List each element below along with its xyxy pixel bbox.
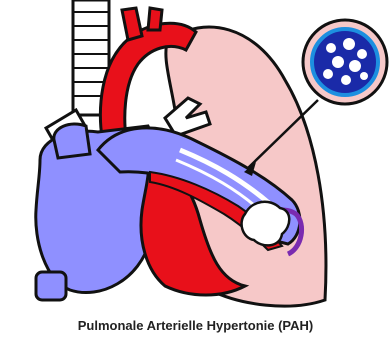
figure-caption: Pulmonale Arterielle Hypertonie (PAH) [0, 318, 391, 333]
magnified-cross-section [303, 20, 387, 104]
